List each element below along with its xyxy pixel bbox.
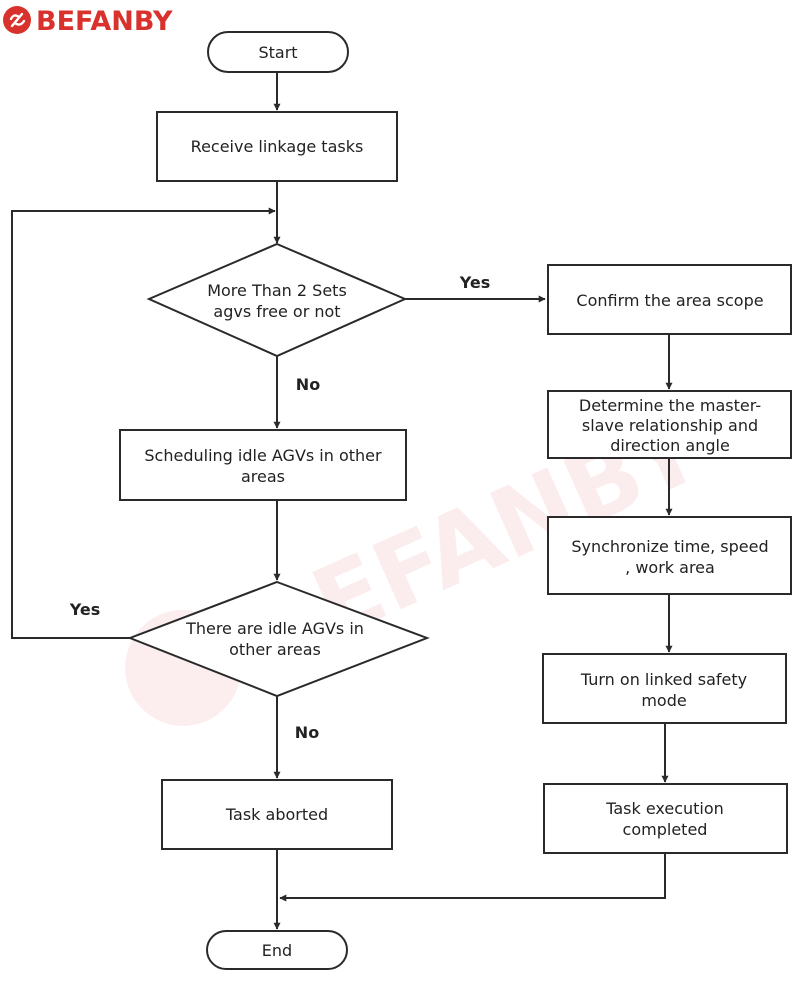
confirm-area-node: Confirm the area scope xyxy=(547,264,792,335)
idle-agvs-label-line-1: There are idle AGVs in xyxy=(185,619,364,638)
synchronize-label-line-2: , work area xyxy=(625,558,715,577)
task-aborted-node: Task aborted xyxy=(161,779,393,850)
confirm-area-label: Confirm the area scope xyxy=(576,291,763,310)
end-node: End xyxy=(206,930,348,970)
end-label: End xyxy=(262,941,292,960)
brand-logo-glyph-icon xyxy=(9,12,26,28)
task-execution-label-line-2: completed xyxy=(623,820,708,839)
synchronize-node: Synchronize time, speed , work area xyxy=(547,516,792,595)
receive-tasks-node: Receive linkage tasks xyxy=(156,111,398,182)
determine-label-line-1: Determine the master- xyxy=(579,396,761,415)
edge-label-no: No xyxy=(295,723,319,742)
edge-label-yes: Yes xyxy=(69,600,101,619)
task-execution-label-line-1: Task execution xyxy=(605,799,724,818)
check-agvs-label-line-1: More Than 2 Sets xyxy=(207,281,347,300)
scheduling-label-line-1: Scheduling idle AGVs in other xyxy=(144,446,382,465)
brand-logo: BEFANBY xyxy=(3,6,173,37)
determine-relationship-node: Determine the master- slave relationship… xyxy=(547,390,792,459)
receive-tasks-label: Receive linkage tasks xyxy=(191,137,364,156)
check-agvs-label-line-2: agvs free or not xyxy=(213,302,340,321)
task-aborted-label: Task aborted xyxy=(225,805,328,824)
edge-label-no: No xyxy=(296,375,320,394)
edge-label-yes: Yes xyxy=(459,273,491,292)
safety-mode-node: Turn on linked safety mode xyxy=(542,653,787,724)
task-execution-node: Task execution completed xyxy=(543,783,788,854)
edge-idle-loop-back xyxy=(11,207,276,639)
synchronize-label-line-1: Synchronize time, speed xyxy=(571,537,768,556)
start-node: Start xyxy=(207,31,349,73)
idle-agvs-decision: There are idle AGVs in other areas xyxy=(127,580,430,698)
start-label: Start xyxy=(258,43,297,62)
determine-label-line-3: direction angle xyxy=(610,436,730,455)
brand-name: BEFANBY xyxy=(36,6,173,37)
check-agvs-decision: More Than 2 Sets agvs free or not xyxy=(146,242,408,358)
safety-mode-label-line-1: Turn on linked safety xyxy=(580,670,747,689)
scheduling-label-line-2: areas xyxy=(241,467,285,486)
safety-mode-label-line-2: mode xyxy=(641,691,686,710)
scheduling-node: Scheduling idle AGVs in other areas xyxy=(119,429,407,501)
idle-agvs-label-line-2: other areas xyxy=(229,640,321,659)
edge-execution-end xyxy=(279,853,666,902)
determine-label-line-2: slave relationship and xyxy=(582,416,758,435)
